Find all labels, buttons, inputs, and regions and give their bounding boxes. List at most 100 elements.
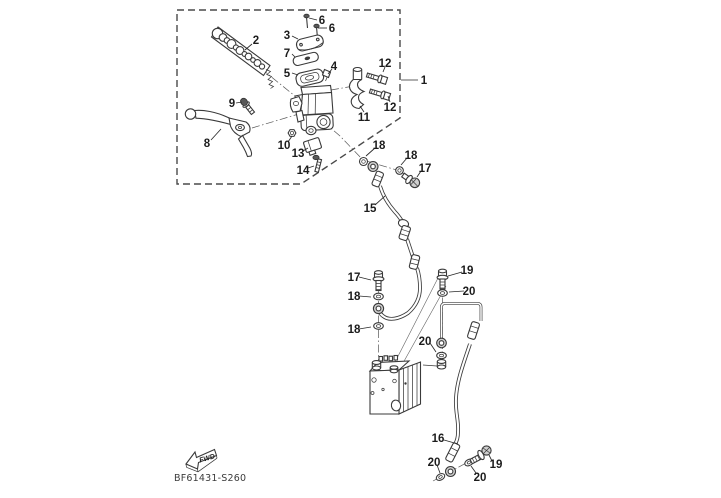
washer-icon [373,322,384,330]
abs-port-fasteners [372,268,449,330]
leader-line [210,128,222,141]
washer-icon [373,292,384,301]
part-number: 20 [428,457,441,469]
abs-connector-pins [378,354,399,362]
part-number: 6 [329,23,335,35]
master-cylinder-assembly [184,13,392,173]
hose-crimp-fitting [445,442,461,463]
lower-brake-hose-assembly [435,302,492,481]
union-bolt-icon [436,268,449,290]
part-number: 7 [284,48,290,60]
leader-line [448,290,465,293]
leader-line [470,465,477,474]
leader-line [400,157,408,166]
part-number: 5 [284,68,291,80]
leader-line [358,276,372,281]
part-number: 12 [384,102,397,114]
part-number: 13 [292,148,305,160]
fwd-arrow-icon: FWD [185,448,218,473]
hose-crimp-fitting [371,170,384,188]
leader-line [291,35,299,40]
clamp-bolt-icon [368,88,392,101]
part-number: 11 [358,112,371,124]
leader-line [443,439,459,445]
leader-line [291,72,299,76]
part-number: 8 [204,138,211,150]
part-number: 20 [419,336,432,348]
reservoir-cap-screw-icon [303,13,310,29]
leader-line [374,195,386,206]
abs-center-port [389,365,399,374]
leader-line [436,464,441,474]
brake-lever [184,108,253,158]
part-number: 2 [253,35,259,47]
part-number: 18 [348,324,361,336]
leader-line [327,68,333,75]
diaphragm-plate [292,51,319,67]
washer-icon [436,351,447,360]
reservoir-cap [295,34,324,52]
part-number: 18 [348,291,361,303]
upper-brake-hose-assembly [358,156,422,321]
hose-crimp-fitting [467,321,480,340]
abs-left-port [371,360,382,371]
leader-line [244,43,253,51]
union-bolt-icon [372,270,385,292]
leader-line [359,105,365,113]
part-number: 17 [419,163,432,175]
hose-crimp-fitting [398,225,411,242]
union-bolt-icon [469,445,492,465]
leader-line [488,454,493,462]
part-number: 3 [284,30,290,42]
part-number: 10 [278,140,291,152]
part-number: 16 [432,433,445,445]
lever-nut-icon [287,129,297,137]
hose-crimp-fitting [408,254,421,270]
leader-line [387,95,391,103]
leader-line [447,271,463,277]
part-number: 12 [379,58,392,70]
part-number: 4 [331,61,338,73]
brake-light-switch [303,137,322,156]
switch-screw-icon [312,154,323,173]
part-number: 19 [461,265,474,277]
lever-bolt-icon [240,97,256,116]
leader-line [308,17,318,21]
clamp-bolt-icon [365,72,389,85]
part-number: 6 [319,15,325,27]
master-cylinder-body [289,84,334,136]
washer-icon [435,473,446,481]
part-number: 14 [297,165,310,177]
leader-line [302,147,309,152]
leader-line [365,147,376,157]
clip [321,68,332,82]
union-bolt-icon [400,172,421,189]
part-number: 18 [405,150,418,162]
part-number: 1 [421,75,428,87]
abs-hydraulic-unit [368,354,447,415]
leader-line [291,53,296,58]
handlebar-clamp [348,66,366,110]
part-number: 9 [229,98,235,110]
leader-line [382,66,386,73]
washer-icon [395,166,404,175]
part-number: 18 [373,140,386,152]
part-number: 15 [364,203,377,215]
leader-line [307,165,315,169]
leader-line [235,101,243,104]
abs-right-port [422,359,447,370]
part-number: 17 [348,272,361,284]
leader-line [358,326,372,330]
assembly-boundary-box [176,9,401,185]
leader-line [429,342,437,353]
diaphragm [295,68,325,87]
spring-icon [265,69,275,89]
washer-icon [437,289,448,297]
leader-line [416,170,422,178]
fwd-label: FWD [199,453,216,464]
cylinder-kit [210,26,275,89]
leader-line [358,295,372,298]
diagram-code: BF61431-S260 [174,473,246,484]
